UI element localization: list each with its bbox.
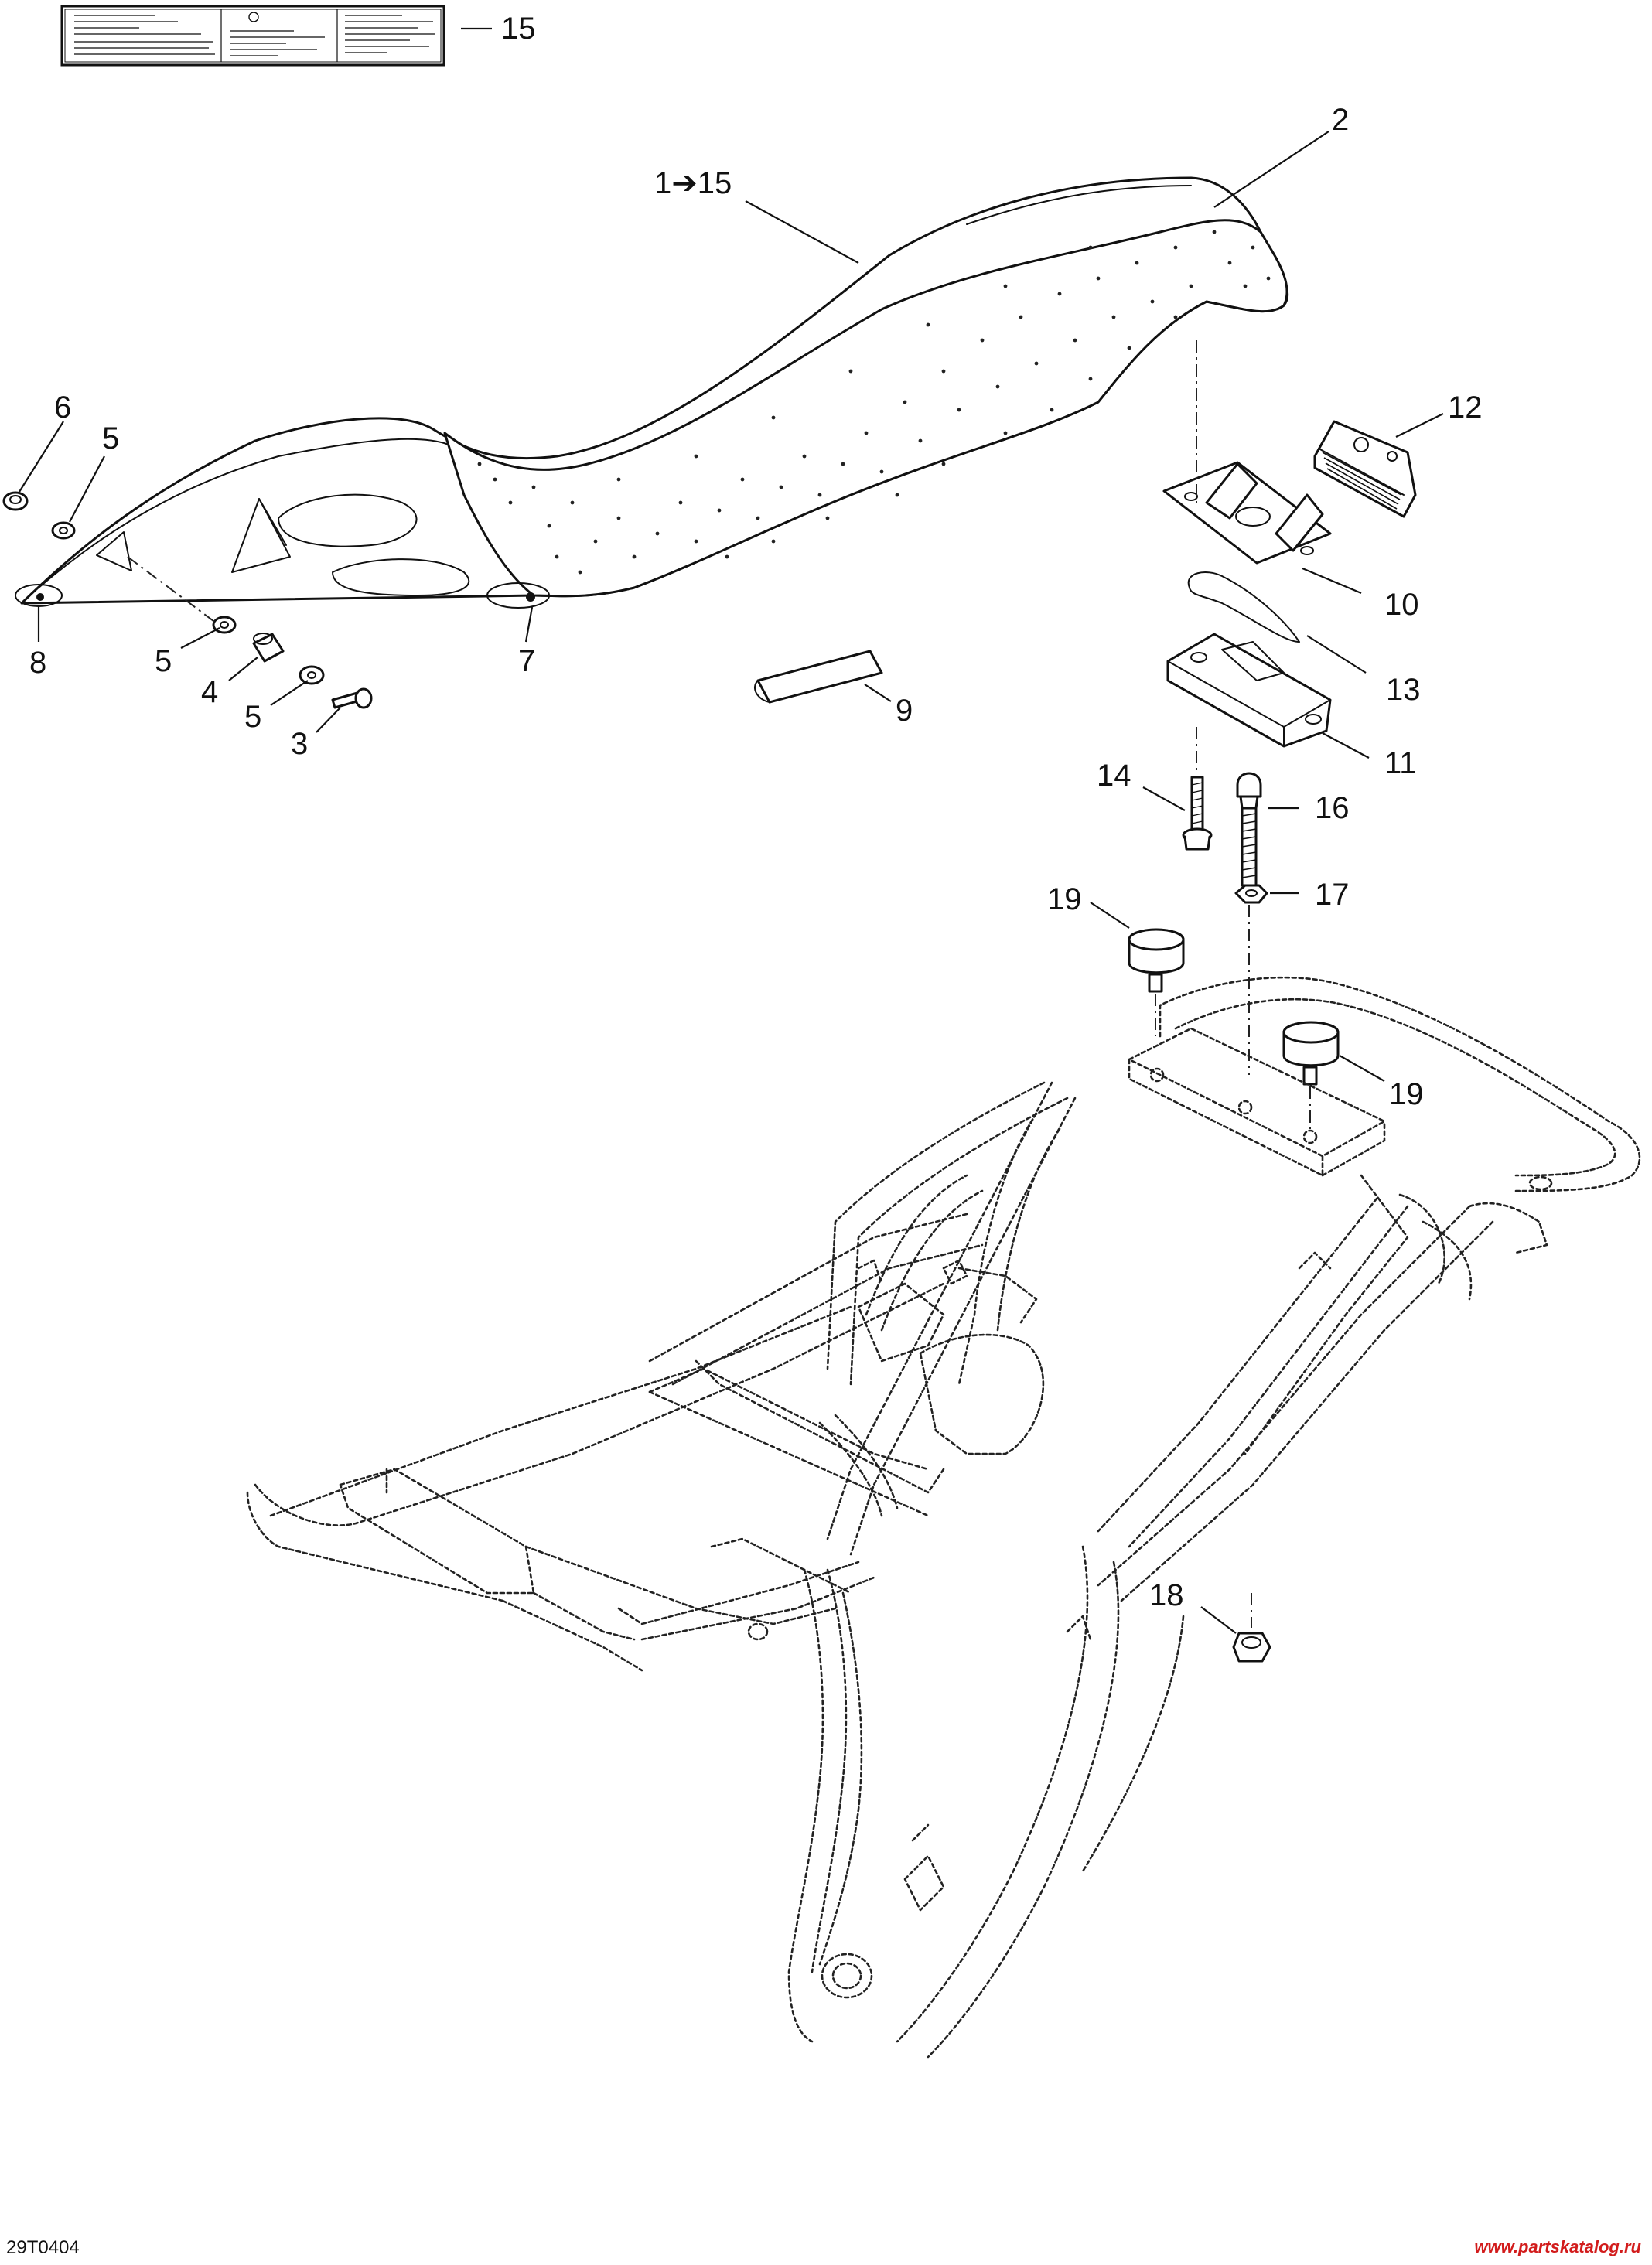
bumper-part-19-right[interactable]	[1282, 1021, 1340, 1086]
strip-part-9[interactable]	[754, 650, 883, 704]
callout-5-mid[interactable]: 5	[155, 644, 172, 678]
callout-19-right[interactable]: 19	[1389, 1077, 1424, 1111]
seat-assembly[interactable]	[15, 176, 1289, 609]
callout-11[interactable]: 11	[1384, 746, 1417, 780]
latch-pin-part-16[interactable]	[1236, 772, 1262, 887]
spring-part-13[interactable]	[1187, 571, 1300, 643]
bumper-part-19-left[interactable]	[1128, 928, 1185, 993]
fastener-axis	[127, 556, 217, 624]
callout-18[interactable]: 18	[1149, 1578, 1184, 1612]
callout-5-top[interactable]: 5	[102, 421, 119, 455]
vehicle-frame-reference	[246, 976, 1641, 2059]
callout-1-15[interactable]: 1➔15	[654, 166, 732, 200]
callout-14[interactable]: 14	[1097, 759, 1131, 793]
callout-13[interactable]: 13	[1386, 673, 1421, 707]
latch-body-part-11[interactable]	[1166, 633, 1332, 748]
callout-5-bottom[interactable]: 5	[244, 700, 261, 734]
callout-10[interactable]: 10	[1384, 588, 1419, 622]
bolt-part-14[interactable]	[1182, 776, 1213, 851]
callout-12[interactable]: 12	[1448, 391, 1483, 425]
nut-part-17[interactable]	[1234, 884, 1268, 904]
callout-2[interactable]: 2	[1332, 103, 1349, 137]
callout-3[interactable]: 3	[291, 727, 308, 761]
callout-6[interactable]: 6	[54, 391, 71, 425]
callout-7[interactable]: 7	[518, 644, 535, 678]
spacer-part-4[interactable]	[252, 633, 285, 663]
callout-8[interactable]: 8	[29, 646, 46, 680]
callout-4[interactable]: 4	[201, 675, 218, 709]
callout-19-left[interactable]: 19	[1047, 882, 1082, 916]
seat-cover-texture	[477, 230, 1271, 575]
nut-part-18[interactable]	[1232, 1632, 1271, 1663]
washer-part-5-top[interactable]	[51, 521, 76, 540]
leader-lines	[19, 27, 1444, 1634]
callout-numbers: 15 2 1➔15 6 5 8 5 4 5 3 7 9 12 10 13 11 …	[29, 12, 1483, 1612]
washer-part-5-bottom[interactable]	[299, 665, 325, 685]
safety-label-decal[interactable]	[60, 5, 445, 67]
callout-17[interactable]: 17	[1315, 878, 1350, 912]
drawing-code: 29T0404	[6, 2237, 80, 2258]
watermark-url[interactable]: www.partskatalog.ru	[1474, 2237, 1641, 2256]
callout-9[interactable]: 9	[896, 694, 913, 728]
latch-plate-part-10[interactable]	[1162, 461, 1332, 565]
callout-15[interactable]: 15	[501, 12, 536, 46]
nut-part-6[interactable]	[2, 491, 29, 511]
screw-part-3[interactable]	[331, 687, 373, 709]
latch-handle-part-12[interactable]	[1313, 420, 1417, 518]
callout-16[interactable]: 16	[1315, 791, 1350, 825]
